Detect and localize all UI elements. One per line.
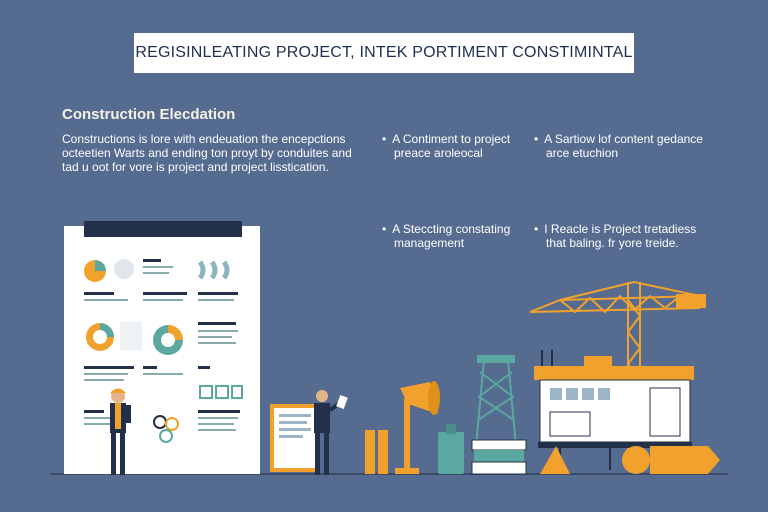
cone-icon xyxy=(540,446,570,474)
bullet-line: preace aroleocal xyxy=(394,146,483,160)
title-banner: REGISINLEATING PROJECT, INTEK PORTIMENT … xyxy=(134,33,634,73)
bullet-line: that baling. fr yore treide. xyxy=(546,236,679,250)
worker-icon xyxy=(110,388,131,475)
bullet-line: management xyxy=(394,236,465,250)
post-icon xyxy=(378,430,388,474)
canister-icon xyxy=(438,424,464,474)
bullet-line: A Steccting constating xyxy=(392,222,511,236)
megaphone-icon xyxy=(395,381,440,474)
cable-reel-icon xyxy=(622,446,650,474)
bullet-icon: • xyxy=(534,132,539,146)
bullet-icon: • xyxy=(382,132,387,146)
intro-line: octeetien Warts and ending ton proyt by … xyxy=(62,146,352,160)
clipboard-icon xyxy=(270,404,320,472)
gear-icon xyxy=(159,429,173,443)
bullet-item: • I Reacle is Project tretadiess that bal… xyxy=(534,222,714,250)
intro-line: Constructions is lore with endeuation th… xyxy=(62,132,346,146)
section-heading: Construction Elecdation xyxy=(62,106,236,123)
banner-title: REGISINLEATING PROJECT, INTEK PORTIMENT … xyxy=(135,44,633,61)
bullet-line: I Reacle is Project tretadiess xyxy=(544,222,697,236)
bullet-item: • A Sartiow lof content gedance arce etuc… xyxy=(534,132,714,160)
bulb-icon xyxy=(114,259,134,279)
document-panel xyxy=(64,221,260,474)
gear-icon xyxy=(165,417,179,431)
books-icon xyxy=(471,439,527,475)
bullet-item: • A Steccting constating management xyxy=(382,222,562,250)
bullet-line: A Sartiow lof content gedance xyxy=(544,132,703,146)
bullet-icon: • xyxy=(534,222,539,236)
post-icon xyxy=(365,430,375,474)
worker-icon xyxy=(314,390,348,475)
bullet-line: A Contiment to project xyxy=(392,132,511,146)
tower-icon xyxy=(475,355,517,447)
building-icon xyxy=(534,350,694,470)
intro-text: Constructions is lore with endeuation th… xyxy=(62,132,362,174)
arrow-sign-icon xyxy=(650,446,720,474)
leaf-icon xyxy=(197,260,230,280)
bullet-icon: • xyxy=(382,222,387,236)
intro-line: tad u oot for vore is project and projec… xyxy=(62,160,329,174)
bullet-line: arce etuchion xyxy=(546,146,619,160)
crane-counterweight xyxy=(676,294,706,308)
bullet-item: • A Contiment to project preace aroleocal xyxy=(382,132,562,160)
